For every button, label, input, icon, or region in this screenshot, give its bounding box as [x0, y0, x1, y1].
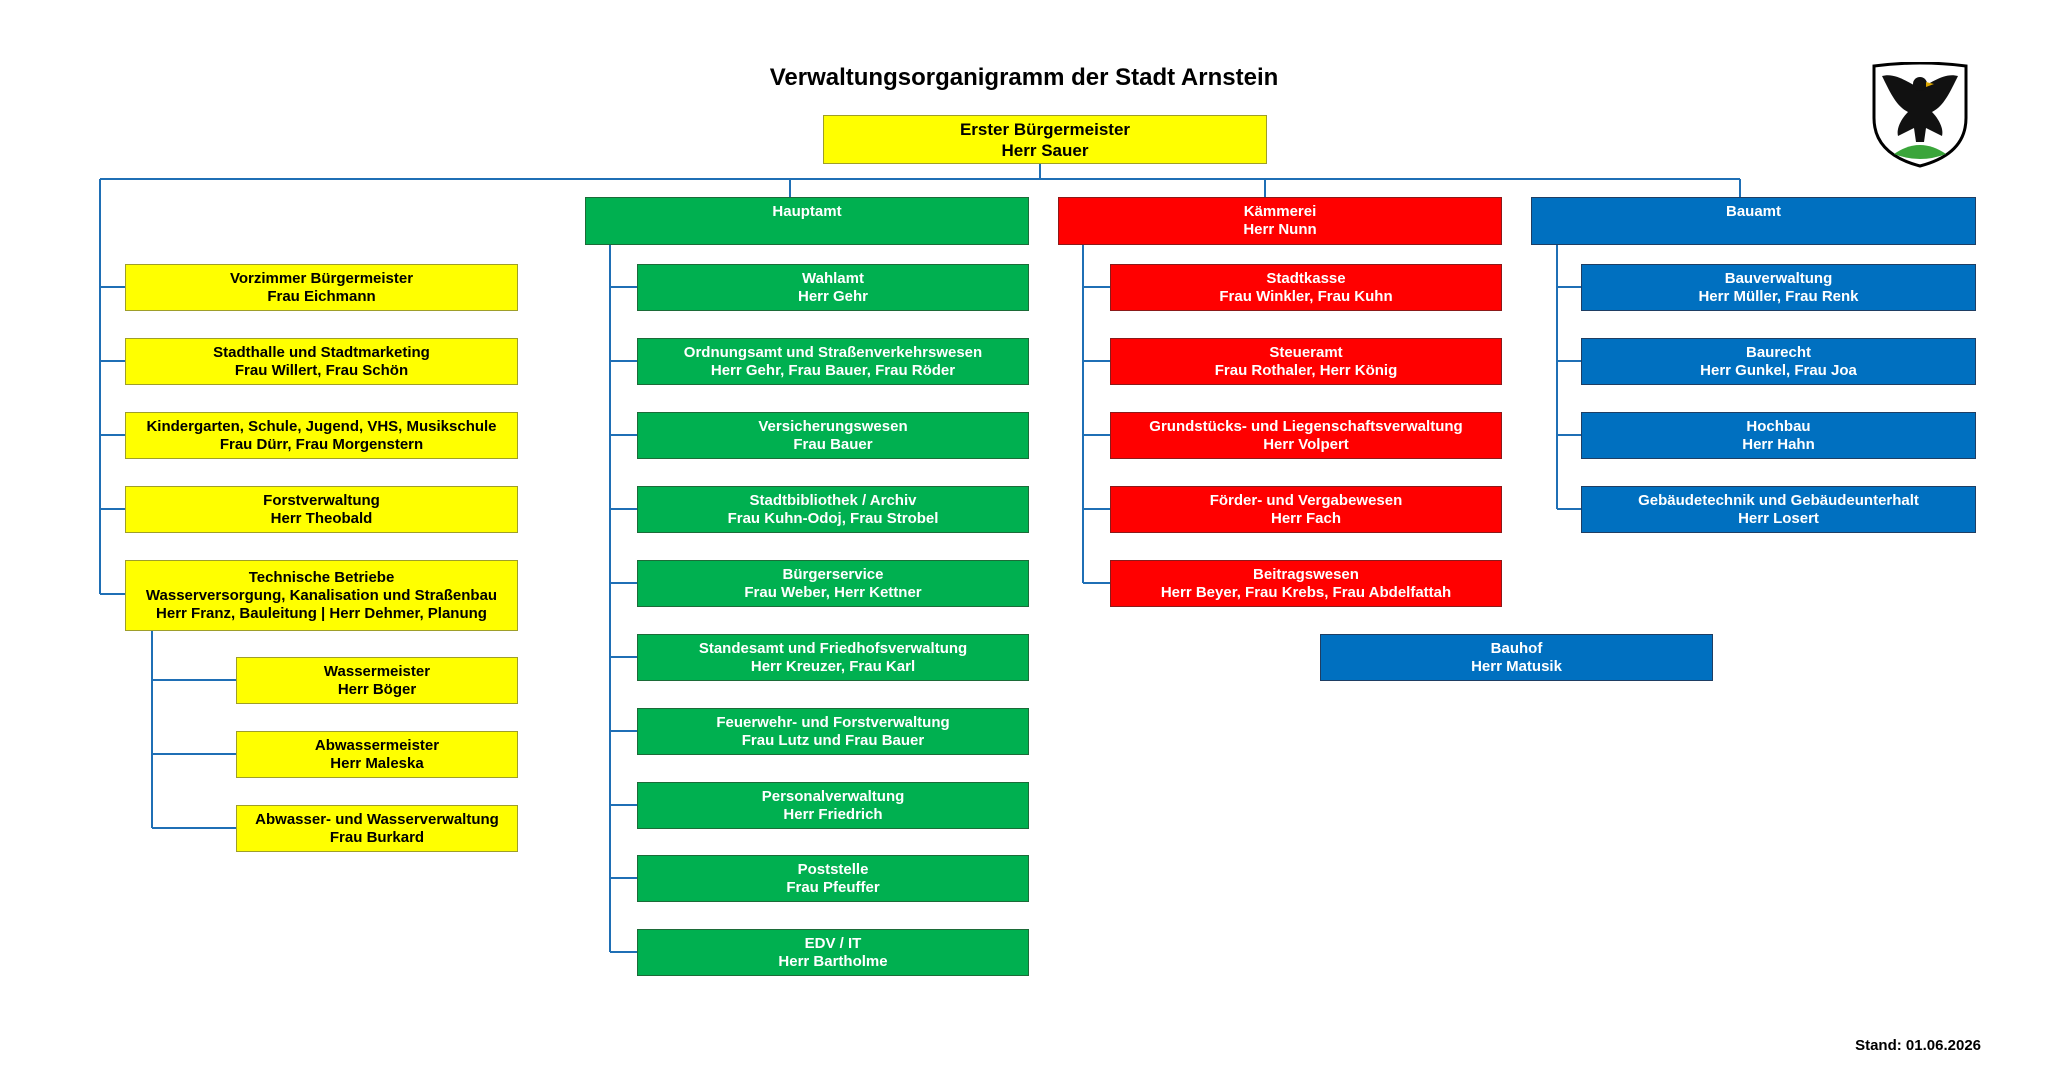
unit-title: Gebäudetechnik und Gebäudeunterhalt	[1638, 491, 1919, 509]
kaemmerei-child: Grundstücks- und Liegenschaftsverwaltung…	[1110, 412, 1502, 459]
hauptamt-child: Poststelle Frau Pfeuffer	[637, 855, 1029, 902]
staff-title: Forstverwaltung	[263, 491, 380, 509]
bauamt-child: Gebäudetechnik und Gebäudeunterhalt Herr…	[1581, 486, 1976, 533]
unit-title: Bauverwaltung	[1724, 269, 1833, 287]
tb-child-abwassermeister: Abwassermeister Herr Maleska	[236, 731, 518, 778]
staff-name: Frau Eichmann	[267, 287, 376, 305]
mayor-title: Erster Bürgermeister	[959, 119, 1131, 139]
unit-name: Herr Kreuzer, Frau Karl	[750, 657, 916, 675]
hauptamt-child: Versicherungswesen Frau Bauer	[637, 412, 1029, 459]
unit-title: Bürgerservice	[782, 565, 884, 583]
hauptamt-child: Bürgerservice Frau Weber, Herr Kettner	[637, 560, 1029, 607]
staff-title: Stadthalle und Stadtmarketing	[213, 343, 430, 361]
tb-child-name: Herr Böger	[337, 680, 417, 698]
tb-child-name: Herr Maleska	[330, 754, 424, 772]
kaemmerei-child: Stadtkasse Frau Winkler, Frau Kuhn	[1110, 264, 1502, 311]
bauhof-box: Bauhof Herr Matusik	[1320, 634, 1713, 681]
unit-title: Förder- und Vergabewesen	[1209, 491, 1403, 509]
hauptamt-child: Standesamt und Friedhofsverwaltung Herr …	[637, 634, 1029, 681]
tb-child-title: Abwassermeister	[314, 736, 440, 754]
unit-title: Personalverwaltung	[761, 787, 905, 805]
unit-name: Herr Matusik	[1471, 657, 1562, 675]
department-head: Herr Nunn	[1243, 221, 1317, 238]
unit-name: Herr Gehr	[797, 287, 869, 305]
unit-title: EDV / IT	[804, 934, 862, 952]
unit-title: Baurecht	[1745, 343, 1812, 361]
unit-title: Bauhof	[1490, 639, 1543, 657]
unit-name: Herr Hahn	[1742, 435, 1815, 453]
unit-name: Frau Weber, Herr Kettner	[744, 583, 922, 601]
unit-name: Herr Beyer, Frau Krebs, Frau Abdelfattah	[1160, 583, 1452, 601]
unit-name: Herr Gehr, Frau Bauer, Frau Röder	[710, 361, 956, 379]
tb-child-verwaltung: Abwasser- und Wasserverwaltung Frau Burk…	[236, 805, 518, 852]
staff-title: Kindergarten, Schule, Jugend, VHS, Musik…	[146, 417, 497, 435]
unit-title: Versicherungswesen	[758, 417, 908, 435]
department-title: Bauamt	[1725, 203, 1781, 220]
staff-name: Frau Dürr, Frau Morgenstern	[219, 435, 424, 453]
eagle-coat-of-arms-icon	[1872, 62, 1968, 168]
unit-name: Frau Pfeuffer	[786, 878, 880, 896]
unit-name: Frau Lutz und Frau Bauer	[741, 731, 925, 749]
tb-line2: Wasserversorgung, Kanalisation und Straß…	[145, 586, 498, 604]
stand-date: Stand: 01.06.2026	[1855, 1037, 1981, 1054]
kaemmerei-child: Förder- und Vergabewesen Herr Fach	[1110, 486, 1502, 533]
unit-title: Stadtkasse	[1266, 269, 1346, 287]
staff-name: Frau Willert, Frau Schön	[234, 361, 409, 379]
unit-title: Stadtbibliothek / Archiv	[749, 491, 917, 509]
unit-title: Hochbau	[1746, 417, 1811, 435]
bauamt-child: Baurecht Herr Gunkel, Frau Joa	[1581, 338, 1976, 385]
unit-title: Standesamt und Friedhofsverwaltung	[698, 639, 968, 657]
technische-betriebe-box: Technische Betriebe Wasserversorgung, Ka…	[125, 560, 518, 631]
staff-name: Herr Theobald	[270, 509, 373, 527]
staff-box-vorzimmer: Vorzimmer Bürgermeister Frau Eichmann	[125, 264, 518, 311]
unit-title: Feuerwehr- und Forstverwaltung	[716, 713, 950, 731]
tb-child-name: Frau Burkard	[329, 828, 425, 846]
staff-title: Vorzimmer Bürgermeister	[229, 269, 414, 287]
unit-title: Steueramt	[1269, 343, 1343, 361]
unit-title: Ordnungsamt und Straßenverkehrswesen	[683, 343, 983, 361]
unit-name: Frau Bauer	[793, 435, 873, 453]
unit-name: Herr Bartholme	[778, 952, 888, 970]
hauptamt-child: EDV / IT Herr Bartholme	[637, 929, 1029, 976]
unit-title: Wahlamt	[802, 269, 864, 287]
unit-name: Herr Friedrich	[783, 805, 883, 823]
page-title: Verwaltungsorganigramm der Stadt Arnstei…	[769, 64, 1279, 91]
tb-child-title: Abwasser- und Wasserverwaltung	[255, 810, 499, 828]
staff-box-stadthalle: Stadthalle und Stadtmarketing Frau Wille…	[125, 338, 518, 385]
unit-name: Herr Fach	[1270, 509, 1342, 527]
unit-name: Frau Rothaler, Herr König	[1214, 361, 1398, 379]
unit-name: Herr Müller, Frau Renk	[1698, 287, 1859, 305]
kaemmerei-child: Steueramt Frau Rothaler, Herr König	[1110, 338, 1502, 385]
unit-name: Herr Volpert	[1263, 435, 1349, 453]
hauptamt-child: Ordnungsamt und Straßenverkehrswesen Her…	[637, 338, 1029, 385]
unit-name: Herr Losert	[1738, 509, 1819, 527]
unit-name: Frau Winkler, Frau Kuhn	[1219, 287, 1393, 305]
hauptamt-child: Wahlamt Herr Gehr	[637, 264, 1029, 311]
kaemmerei-child: Beitragswesen Herr Beyer, Frau Krebs, Fr…	[1110, 560, 1502, 607]
unit-name: Frau Kuhn-Odoj, Frau Strobel	[727, 509, 939, 527]
tb-line3: Herr Franz, Bauleitung | Herr Dehmer, Pl…	[156, 604, 487, 622]
tb-child-wassermeister: Wassermeister Herr Böger	[236, 657, 518, 704]
tb-child-title: Wassermeister	[323, 662, 431, 680]
department-title: Hauptamt	[772, 203, 842, 220]
bauamt-child: Hochbau Herr Hahn	[1581, 412, 1976, 459]
staff-box-forstverwaltung: Forstverwaltung Herr Theobald	[125, 486, 518, 533]
staff-box-kindergarten: Kindergarten, Schule, Jugend, VHS, Musik…	[125, 412, 518, 459]
mayor-name: Herr Sauer	[1001, 140, 1089, 160]
department-title: Kämmerei	[1243, 203, 1317, 220]
mayor-box: Erster Bürgermeister Herr Sauer	[823, 115, 1267, 164]
unit-title: Beitragswesen	[1253, 565, 1359, 583]
hauptamt-child: Stadtbibliothek / Archiv Frau Kuhn-Odoj,…	[637, 486, 1029, 533]
unit-title: Poststelle	[797, 860, 869, 878]
hauptamt-child: Personalverwaltung Herr Friedrich	[637, 782, 1029, 829]
hauptamt-box: Hauptamt	[585, 197, 1029, 245]
hauptamt-child: Feuerwehr- und Forstverwaltung Frau Lutz…	[637, 708, 1029, 755]
unit-title: Grundstücks- und Liegenschaftsverwaltung	[1149, 417, 1463, 435]
bauamt-child: Bauverwaltung Herr Müller, Frau Renk	[1581, 264, 1976, 311]
tb-title: Technische Betriebe	[248, 568, 395, 586]
kaemmerei-box: Kämmerei Herr Nunn	[1058, 197, 1502, 245]
unit-name: Herr Gunkel, Frau Joa	[1700, 361, 1857, 379]
bauamt-box: Bauamt	[1531, 197, 1976, 245]
